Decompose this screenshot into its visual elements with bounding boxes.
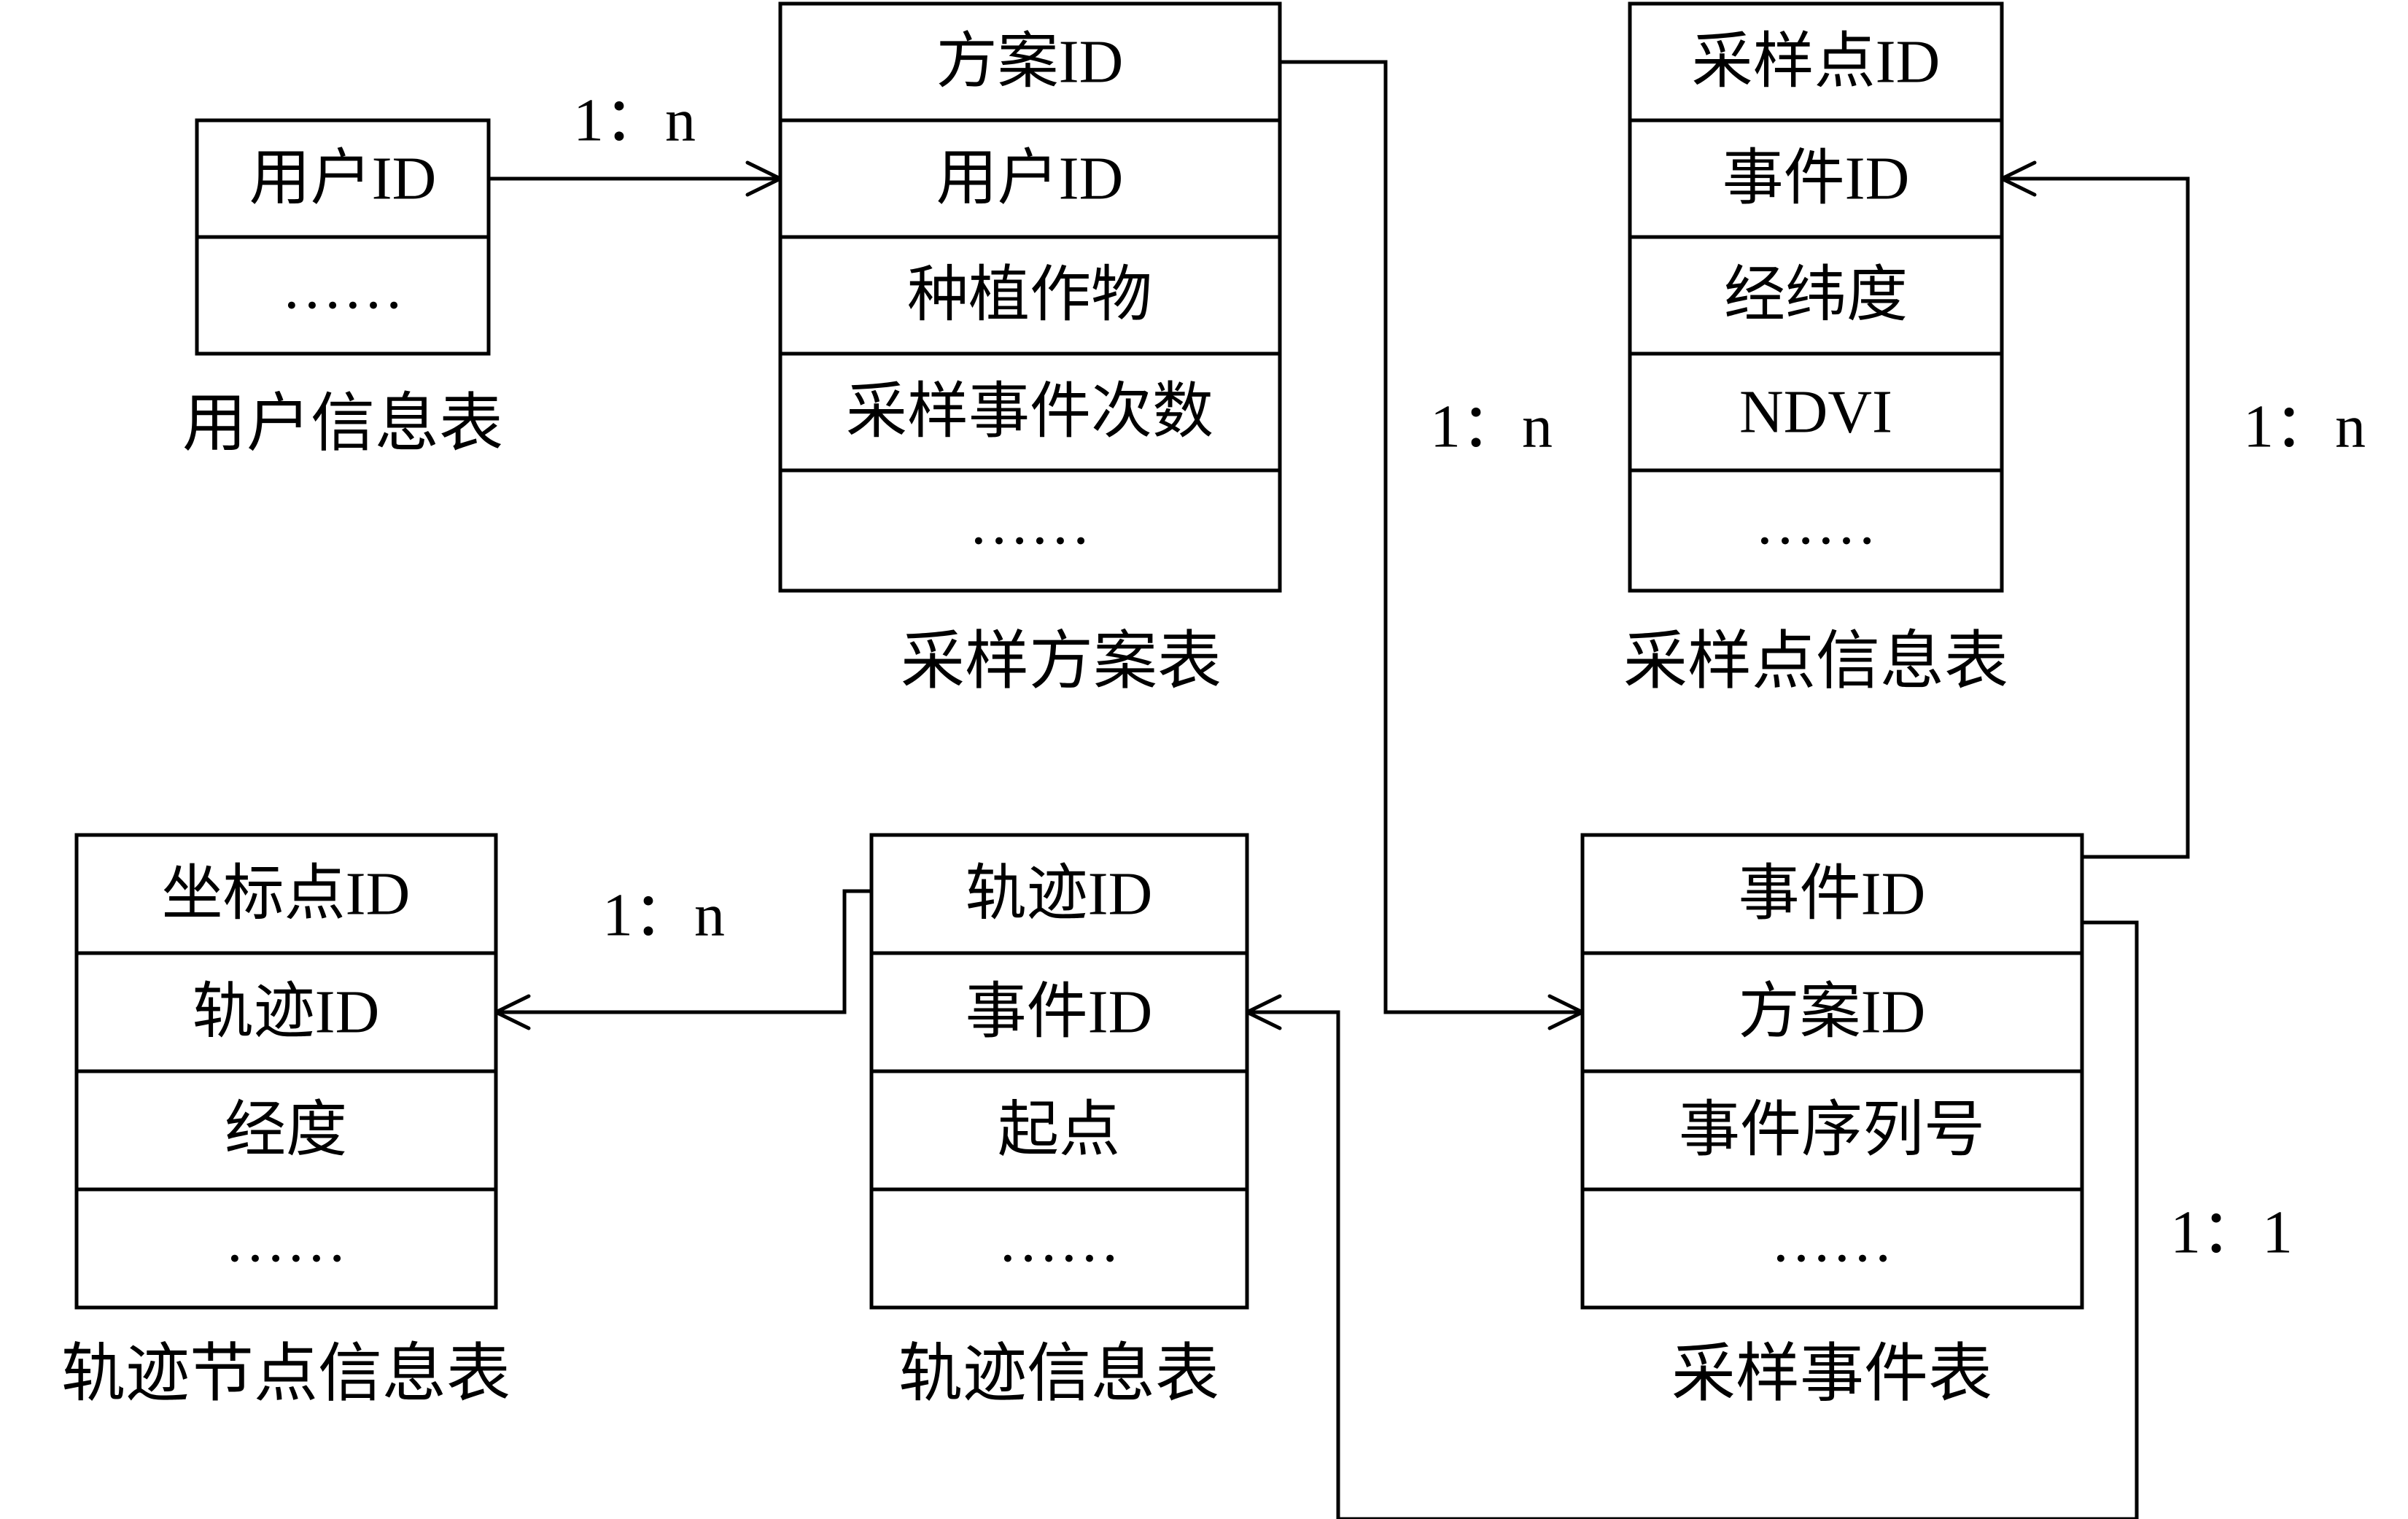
field-text: …… — [1771, 1208, 1893, 1275]
field-text: 经纬度 — [1724, 262, 1908, 330]
field-cell — [1580, 951, 2084, 1073]
field-text: 起点 — [998, 1097, 1120, 1165]
field-cell — [1580, 1069, 2084, 1192]
table-user: 用户ID …… 用户信息表 — [182, 118, 503, 460]
field-text: 方案ID — [936, 28, 1124, 96]
table-caption: 轨迹信息表 — [898, 1340, 1219, 1410]
field-text: 事件ID — [1723, 145, 1910, 213]
field-text: 事件ID — [1739, 860, 1926, 928]
table-node: 坐标点ID 轨迹ID 经度 …… 轨迹节点信息表 — [61, 833, 510, 1410]
field-cell — [778, 468, 1282, 593]
table-scheme: 方案ID 用户ID 种植作物 采样事件次数 …… 采样方案表 — [778, 1, 1282, 698]
field-cell — [1580, 833, 2084, 955]
field-cell — [74, 833, 498, 955]
connector-scheme-event — [1280, 60, 1585, 1030]
field-text: 经度 — [225, 1097, 347, 1165]
field-cell — [869, 833, 1249, 955]
relation-label-scheme-event: 1：n — [1430, 393, 1553, 461]
field-text: 用户ID — [936, 145, 1124, 213]
table-caption: 用户信息表 — [182, 389, 503, 460]
relation-label-event-track: 1：1 — [2170, 1199, 2293, 1267]
table-caption: 采样事件表 — [1671, 1340, 1992, 1410]
field-text: …… — [1755, 490, 1877, 558]
table-caption: 采样方案表 — [901, 627, 1222, 698]
field-text: 坐标点ID — [162, 860, 411, 928]
field-cell — [74, 951, 498, 1073]
table-caption: 轨迹节点信息表 — [61, 1340, 510, 1410]
field-text: 事件ID — [966, 979, 1153, 1046]
field-text: 事件序列号 — [1679, 1097, 1985, 1165]
field-text: 方案ID — [1739, 979, 1926, 1046]
field-cell — [1628, 235, 2004, 356]
field-text: …… — [968, 490, 1091, 558]
field-text: …… — [281, 255, 404, 322]
field-cell — [869, 1069, 1249, 1192]
table-point: 采样点ID 事件ID 经纬度 NDVI …… 采样点信息表 — [1623, 1, 2008, 698]
connector-user-scheme — [489, 160, 782, 197]
field-text: 采样事件次数 — [846, 378, 1213, 446]
field-text: …… — [225, 1208, 347, 1275]
field-cell — [195, 118, 491, 239]
field-text: NDVI — [1739, 378, 1892, 446]
field-cell — [869, 1187, 1249, 1310]
field-text: 轨迹ID — [966, 860, 1153, 928]
field-text: 用户ID — [249, 145, 437, 213]
field-cell — [1628, 468, 2004, 593]
field-text: 轨迹ID — [193, 979, 380, 1046]
field-cell — [74, 1187, 498, 1310]
field-cell — [74, 1069, 498, 1192]
field-text: …… — [998, 1208, 1120, 1275]
field-cell — [1628, 1, 2004, 123]
field-cell — [195, 235, 491, 356]
field-text: 采样点ID — [1692, 28, 1941, 96]
table-track: 轨迹ID 事件ID 起点 …… 轨迹信息表 — [869, 833, 1249, 1410]
field-cell — [1580, 1187, 2084, 1310]
relation-label-event-point: 1：n — [2243, 393, 2366, 461]
field-cell — [1628, 118, 2004, 239]
relation-label-user-scheme: 1：n — [573, 87, 696, 155]
connector-event-point — [2000, 160, 2190, 859]
relation-label-track-node: 1：n — [602, 882, 725, 949]
field-cell — [869, 951, 1249, 1073]
table-event: 事件ID 方案ID 事件序列号 …… 采样事件表 — [1580, 833, 2084, 1410]
field-text: 种植作物 — [907, 262, 1152, 330]
table-caption: 采样点信息表 — [1623, 627, 2008, 698]
